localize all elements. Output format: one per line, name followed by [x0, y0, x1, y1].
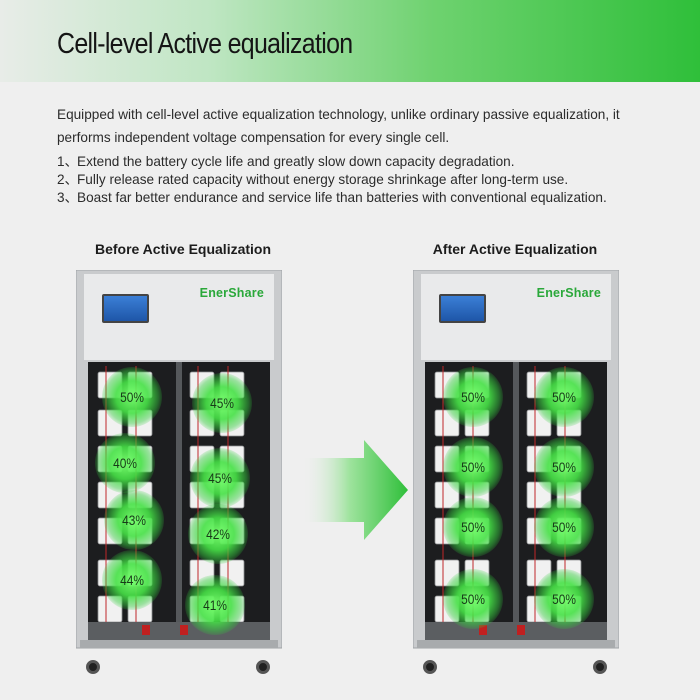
cell-soc-glow: 50% [102, 367, 162, 427]
cell-soc-glow: 50% [534, 367, 594, 427]
cell-soc-glow: 43% [104, 490, 164, 550]
cell-soc-value: 43% [122, 512, 146, 528]
cell-soc-value: 50% [461, 591, 485, 607]
before-battery-cabinet: EnerShare 50% 45% 40% 45% 43% 42% 44% 41… [76, 270, 282, 650]
feature-text: Extend the battery cycle life and greatl… [77, 154, 515, 169]
transition-arrow-icon [302, 440, 408, 540]
bottom-rail [425, 622, 607, 640]
cell-soc-value: 50% [461, 389, 485, 405]
cell-soc-glow: 40% [95, 433, 155, 493]
cell-soc-glow: 50% [443, 367, 503, 427]
cell-soc-glow: 42% [188, 504, 248, 564]
cell-soc-value: 45% [210, 395, 234, 411]
cell-soc-value: 42% [206, 526, 230, 542]
caster-wheel [86, 660, 100, 674]
feature-number: 3、 [57, 190, 79, 205]
caster-wheel [423, 660, 437, 674]
header-banner: Cell-level Active equalization [0, 0, 700, 82]
feature-item: 2、Fully release rated capacity without e… [57, 171, 677, 189]
plinth [417, 640, 615, 648]
cell-soc-value: 50% [461, 519, 485, 535]
cell-soc-glow: 50% [443, 437, 503, 497]
cell-soc-glow: 50% [534, 497, 594, 557]
bottom-rail [88, 622, 270, 640]
cell-soc-glow: 50% [443, 497, 503, 557]
cell-soc-glow: 45% [192, 373, 252, 433]
caster-wheel [256, 660, 270, 674]
cell-soc-value: 50% [461, 459, 485, 475]
cell-soc-value: 50% [552, 591, 576, 607]
feature-item: 1、Extend the battery cycle life and grea… [57, 153, 677, 171]
intro-paragraph: Equipped with cell-level active equaliza… [57, 107, 620, 145]
caster-wheel [593, 660, 607, 674]
feature-item: 3、Boast far better endurance and service… [57, 189, 677, 207]
bay-divider [176, 362, 182, 640]
fuse [479, 625, 487, 635]
cell-soc-glow: 45% [190, 448, 250, 508]
plinth [80, 640, 278, 648]
cell-soc-value: 50% [552, 459, 576, 475]
brand-logo: EnerShare [536, 286, 601, 300]
cell-soc-glow: 41% [185, 575, 245, 635]
feature-list: 1、Extend the battery cycle life and grea… [57, 153, 677, 207]
cell-soc-value: 50% [552, 519, 576, 535]
fuse [142, 625, 150, 635]
display-screen [439, 294, 486, 323]
page-title: Cell-level Active equalization [57, 28, 353, 60]
after-title: After Active Equalization [432, 241, 598, 257]
after-battery-cabinet: EnerShare 50% 50% 50% 50% 50% 50% 50% 50… [413, 270, 619, 650]
cell-soc-value: 50% [552, 389, 576, 405]
cell-soc-value: 45% [208, 470, 232, 486]
before-title: Before Active Equalization [94, 241, 272, 257]
feature-text: Boast far better endurance and service l… [77, 190, 607, 205]
fuse [517, 625, 525, 635]
cell-soc-glow: 50% [534, 569, 594, 629]
brand-logo: EnerShare [199, 286, 264, 300]
cell-soc-value: 50% [120, 389, 144, 405]
display-screen [102, 294, 149, 323]
cell-soc-value: 44% [120, 572, 144, 588]
cell-soc-glow: 50% [443, 569, 503, 629]
feature-number: 2、 [57, 172, 79, 187]
cell-soc-glow: 44% [102, 550, 162, 610]
feature-number: 1、 [57, 154, 79, 169]
fuse [180, 625, 188, 635]
bay-divider [513, 362, 519, 640]
cell-soc-value: 41% [203, 597, 227, 613]
feature-text: Fully release rated capacity without ene… [77, 172, 569, 187]
cell-soc-value: 40% [113, 455, 137, 471]
cell-soc-glow: 50% [534, 437, 594, 497]
